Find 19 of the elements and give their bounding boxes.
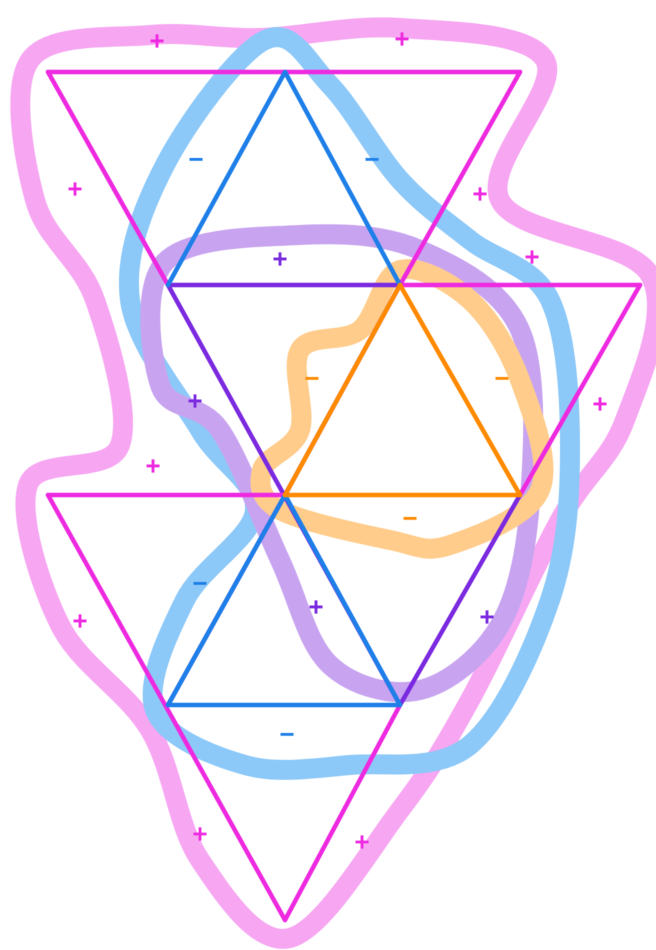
charge-sign: − [306,376,319,380]
charge-sign: + [194,827,207,841]
charge-sign: + [310,600,323,614]
charge-sign: − [496,376,509,380]
charge-sign: + [146,459,160,473]
charge-sign: + [274,252,287,266]
charge-sign: − [404,516,417,520]
charge-sign: − [194,582,207,585]
charge-sign: + [150,34,164,48]
charge-sign: − [280,732,294,736]
charge-sign: − [190,158,203,161]
charge-sign: + [68,182,82,196]
charge-sign: + [594,397,607,411]
charge-sign: + [396,32,409,46]
charge-sign: + [356,835,369,849]
charge-sign: + [474,187,487,201]
charge-sign: + [480,610,494,624]
charge-sign: + [526,250,539,264]
charge-sign: + [74,614,87,628]
